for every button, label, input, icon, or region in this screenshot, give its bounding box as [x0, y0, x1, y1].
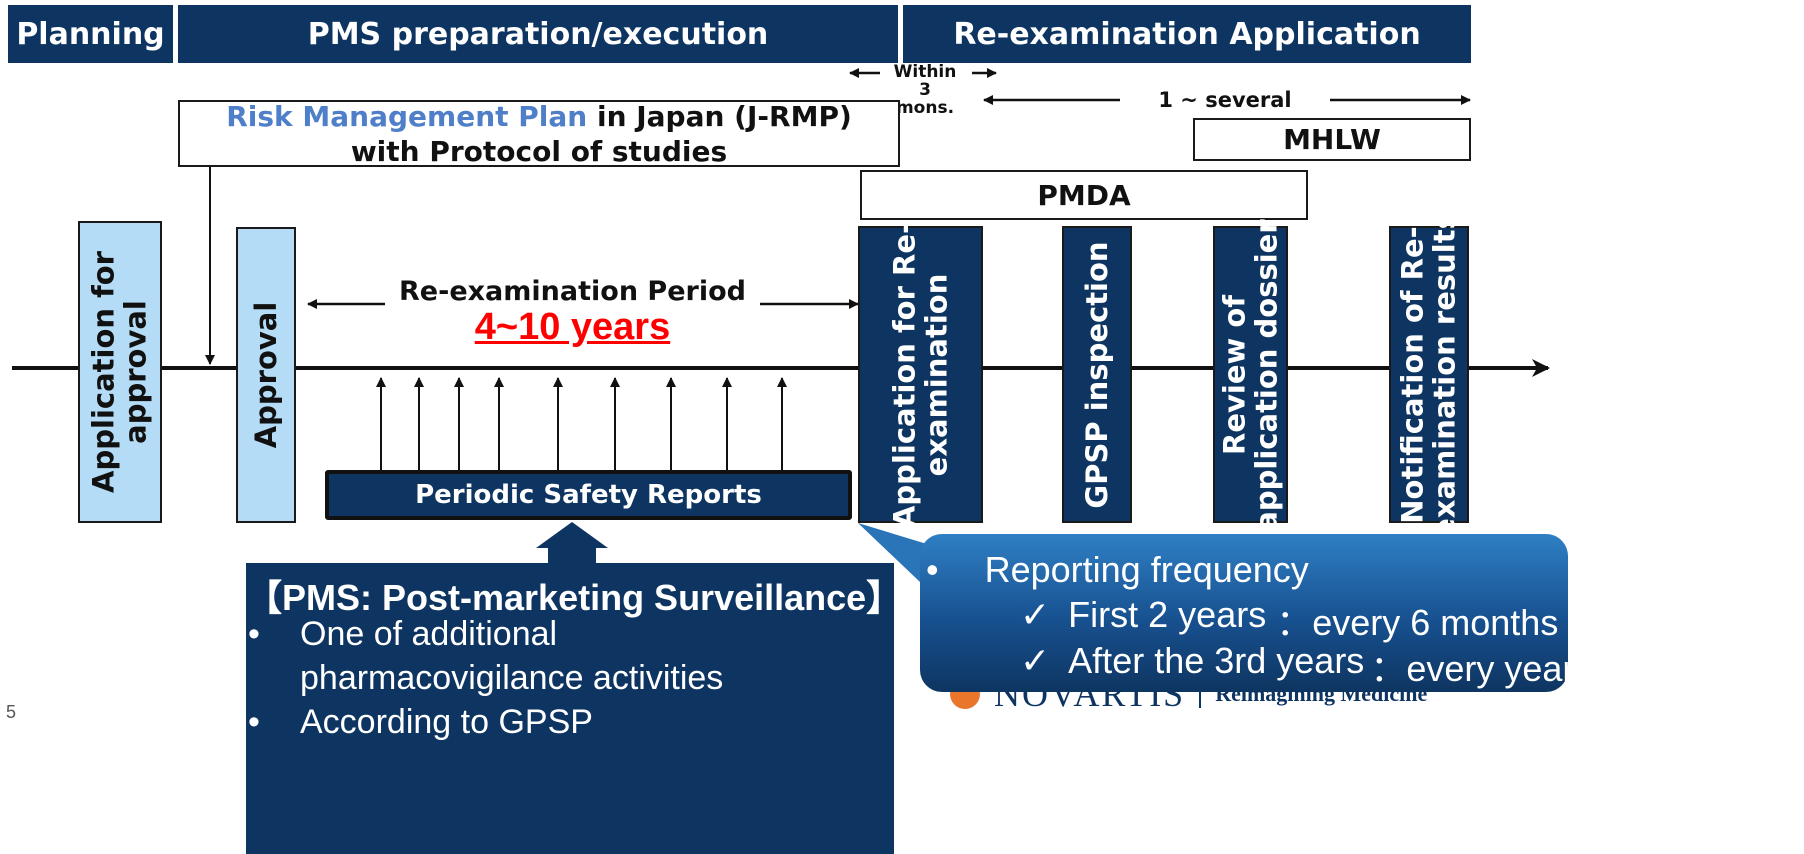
- rmp-line2: with Protocol of studies: [350, 134, 728, 168]
- periodic-safety-reports-label: Periodic Safety Reports: [415, 480, 762, 510]
- mhlw-label: MHLW: [1283, 123, 1381, 156]
- notification-results-step: Notification of Re- examination results: [1389, 212, 1469, 537]
- reexamination-period-label: Re-examination Period: [399, 276, 746, 307]
- pmda-label: PMDA: [1037, 178, 1131, 212]
- header-pms-label: PMS preparation/execution: [307, 16, 769, 52]
- pms-bullet-1-cont: pharmacovigilance activities: [300, 659, 724, 697]
- callout-item-freq: ：every 6 months: [1276, 602, 1559, 643]
- application-for-approval-step: Application for approval: [78, 221, 162, 523]
- callout-pointer: [858, 523, 940, 582]
- callout-item-period: First 2 years: [1068, 594, 1267, 635]
- reporting-frequency-callout: • Reporting frequency ✓ First 2 years：ev…: [920, 534, 1574, 692]
- pms-bullet-1: • One of additional: [248, 615, 557, 654]
- header-reexam-label: Re-examination Application: [953, 16, 1421, 52]
- psr-up-arrows: [376, 377, 787, 470]
- gpsp-inspection-label: GPSP inspection: [1079, 240, 1114, 509]
- periodic-safety-reports-box: Periodic Safety Reports: [325, 470, 852, 520]
- callout-title: Reporting frequency: [984, 549, 1309, 590]
- label-line: Notification of Re-: [1395, 225, 1430, 524]
- callout-title-row: • Reporting frequency: [926, 549, 1309, 591]
- pms-bullet-text: According to GPSP: [300, 703, 593, 741]
- rmp-rest: in Japan (J-RMP): [587, 99, 852, 133]
- label-line: Application for Re-: [887, 221, 922, 528]
- application-for-approval-label: Application for approval: [86, 251, 153, 493]
- review-dossier-step: Review of application dossier: [1213, 219, 1288, 530]
- approval-label: Approval: [248, 301, 283, 449]
- header-planning-label: Planning: [16, 16, 165, 52]
- bullet-icon: •: [926, 549, 939, 590]
- gpsp-inspection-step: GPSP inspection: [1062, 226, 1132, 523]
- rmp-highlight: Risk Management Plan: [226, 99, 588, 133]
- application-reexamination-step: Application for Re- examination: [858, 221, 983, 528]
- header-reexamination-application: Re-examination Application: [903, 5, 1471, 63]
- bullet-icon: •: [248, 703, 260, 741]
- mhlw-box: MHLW: [1193, 118, 1471, 161]
- reexamination-period-value: 4~10 years: [474, 306, 671, 348]
- within-line1: Within: [893, 62, 957, 82]
- bullet-icon: •: [248, 615, 260, 653]
- page-number: 5: [6, 702, 17, 722]
- within-line2: 3 mons.: [895, 79, 955, 118]
- label-line: Review of: [1217, 294, 1252, 455]
- rmp-line1: Risk Management Plan in Japan (J-RMP): [226, 99, 852, 134]
- callout-item-period: After the 3rd years: [1068, 640, 1365, 681]
- check-icon: ✓: [1020, 640, 1051, 681]
- label-line: examination results: [1428, 211, 1462, 538]
- label-line: Application for: [86, 251, 121, 493]
- notification-results-label: Notification of Re- examination results: [1395, 211, 1462, 538]
- footer-divider: [1199, 680, 1202, 708]
- pmda-box: PMDA: [860, 170, 1308, 220]
- approval-step: Approval: [236, 227, 296, 523]
- callout-item: ✓ First 2 years：every 6 months: [1020, 594, 1558, 646]
- application-reexamination-label: Application for Re- examination: [887, 221, 954, 528]
- callout-item: ✓ After the 3rd years：every year: [1020, 640, 1574, 692]
- callout-item-freq: ：every year: [1370, 648, 1575, 689]
- label-line: approval: [119, 300, 153, 444]
- pms-bullet-2: • According to GPSP: [248, 703, 593, 742]
- rmp-box: Risk Management Plan in Japan (J-RMP) wi…: [178, 99, 900, 168]
- header-pms-preparation: PMS preparation/execution: [178, 5, 898, 63]
- pms-title: 【PMS: Post-marketing Surveillance】: [246, 577, 903, 618]
- pms-up-arrow: [536, 522, 608, 565]
- within-label: Within 3 mons.: [888, 62, 962, 118]
- pms-bullet-text: One of additional: [300, 615, 558, 653]
- label-line: examination: [919, 273, 954, 476]
- label-line: application dossier: [1249, 218, 1284, 531]
- header-planning: Planning: [8, 5, 173, 63]
- review-dossier-label: Review of application dossier: [1217, 218, 1284, 531]
- pms-box: 【PMS: Post-marketing Surveillance】 • One …: [246, 563, 902, 854]
- check-icon: ✓: [1020, 594, 1051, 635]
